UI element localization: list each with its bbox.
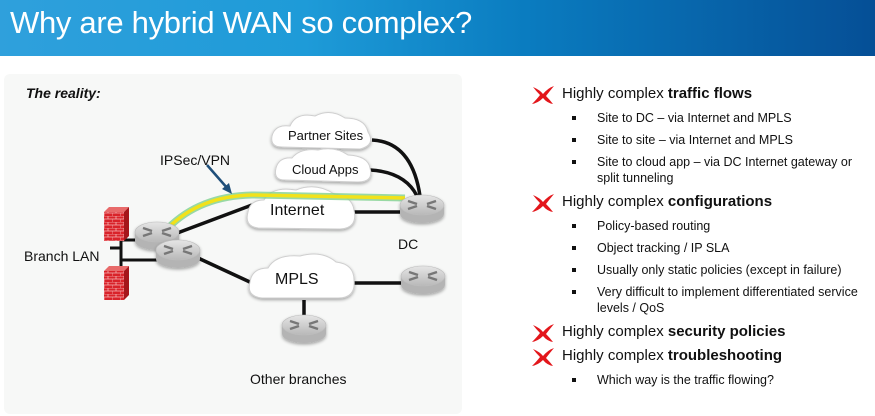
bullet-square-icon <box>572 268 576 272</box>
red-x-icon <box>532 348 554 366</box>
ipsec-label: IPSec/VPN <box>160 152 231 168</box>
sub-bullet-text: Policy-based routing <box>597 219 711 233</box>
heading-prefix: Highly complex <box>562 323 668 340</box>
bullet-square-icon <box>572 160 576 164</box>
sub-bullet: Very difficult to implement differentiat… <box>530 284 870 316</box>
internet-label: Internet <box>270 202 325 219</box>
bullet-square-icon <box>572 378 576 382</box>
cloud-mpls <box>248 253 355 299</box>
bullet-square-icon <box>572 290 576 294</box>
link-router-mpls <box>197 256 253 285</box>
other-branches-label: Other branches <box>250 371 347 387</box>
link-partner-dc <box>371 138 422 197</box>
links <box>110 138 422 320</box>
heading-bold: traffic flows <box>667 85 753 102</box>
sub-bullet-text: Usually only static policies (except in … <box>597 263 842 277</box>
router-icon <box>281 314 327 343</box>
heading-prefix: Highly complex <box>562 347 668 364</box>
complexity-heading: Highly complex security policies <box>530 322 870 342</box>
dc-label: DC <box>398 236 419 252</box>
bullet-square-icon <box>572 116 576 120</box>
link-router-internet <box>171 203 253 237</box>
complexity-heading: Highly complex configurations <box>530 192 870 212</box>
firewall-icon <box>104 266 129 300</box>
sub-bullet: Site to site – via Internet and MPLS <box>530 132 870 148</box>
sub-bullet-text: Site to site – via Internet and MPLS <box>597 133 793 147</box>
router-icon <box>155 239 201 268</box>
red-x-icon <box>532 86 554 104</box>
bullet-square-icon <box>572 138 576 142</box>
partner-sites-label: Partner Sites <box>288 128 364 143</box>
heading-prefix: Highly complex <box>562 85 668 102</box>
heading-bold: troubleshooting <box>667 347 783 364</box>
vpn-arrow <box>206 164 229 190</box>
branch-lan-label: Branch LAN <box>24 248 100 264</box>
red-x-icon <box>532 194 554 212</box>
cloud-apps-label: Cloud Apps <box>292 162 359 177</box>
vpn-arrowhead <box>222 183 232 194</box>
sub-bullet-text: Which way is the traffic flowing? <box>597 373 774 387</box>
sub-bullet-text: Object tracking / IP SLA <box>597 241 730 255</box>
sub-bullet: Policy-based routing <box>530 218 870 234</box>
bullet-square-icon <box>572 224 576 228</box>
link-lan-bus <box>110 228 160 268</box>
complexity-heading: Highly complex troubleshooting <box>530 346 870 366</box>
diagram-heading: The reality: <box>26 85 101 101</box>
router-icon <box>400 265 446 294</box>
sub-bullet-text: Site to cloud app – via DC Internet gate… <box>597 155 853 185</box>
slide-title: Why are hybrid WAN so complex? <box>10 5 472 40</box>
cloud-cloud-apps <box>274 148 372 183</box>
heading-bold: configurations <box>667 193 773 210</box>
vpn-tunnel <box>166 193 406 230</box>
heading-bold: security policies <box>667 323 786 340</box>
cloud-partner-sites <box>271 112 372 150</box>
complexity-heading: Highly complex traffic flows <box>530 84 870 104</box>
sub-bullet: Which way is the traffic flowing? <box>530 372 870 388</box>
link-cloudapps-dc <box>369 168 419 197</box>
heading-prefix: Highly complex <box>562 193 668 210</box>
sub-bullet-text: Very difficult to implement differentiat… <box>597 285 858 315</box>
router-icon <box>399 194 445 223</box>
red-x-icon <box>532 324 554 342</box>
sub-bullet: Usually only static policies (except in … <box>530 262 870 278</box>
mpls-label: MPLS <box>275 271 319 288</box>
firewall-icon <box>104 207 129 241</box>
sub-bullet: Site to cloud app – via DC Internet gate… <box>530 154 870 186</box>
sub-bullet: Object tracking / IP SLA <box>530 240 870 256</box>
diagram-panel <box>4 74 462 414</box>
bullet-square-icon <box>572 246 576 250</box>
title-bar: Why are hybrid WAN so complex? <box>0 0 875 56</box>
sub-bullet-text: Site to DC – via Internet and MPLS <box>597 111 792 125</box>
sub-bullet: Site to DC – via Internet and MPLS <box>530 110 870 126</box>
